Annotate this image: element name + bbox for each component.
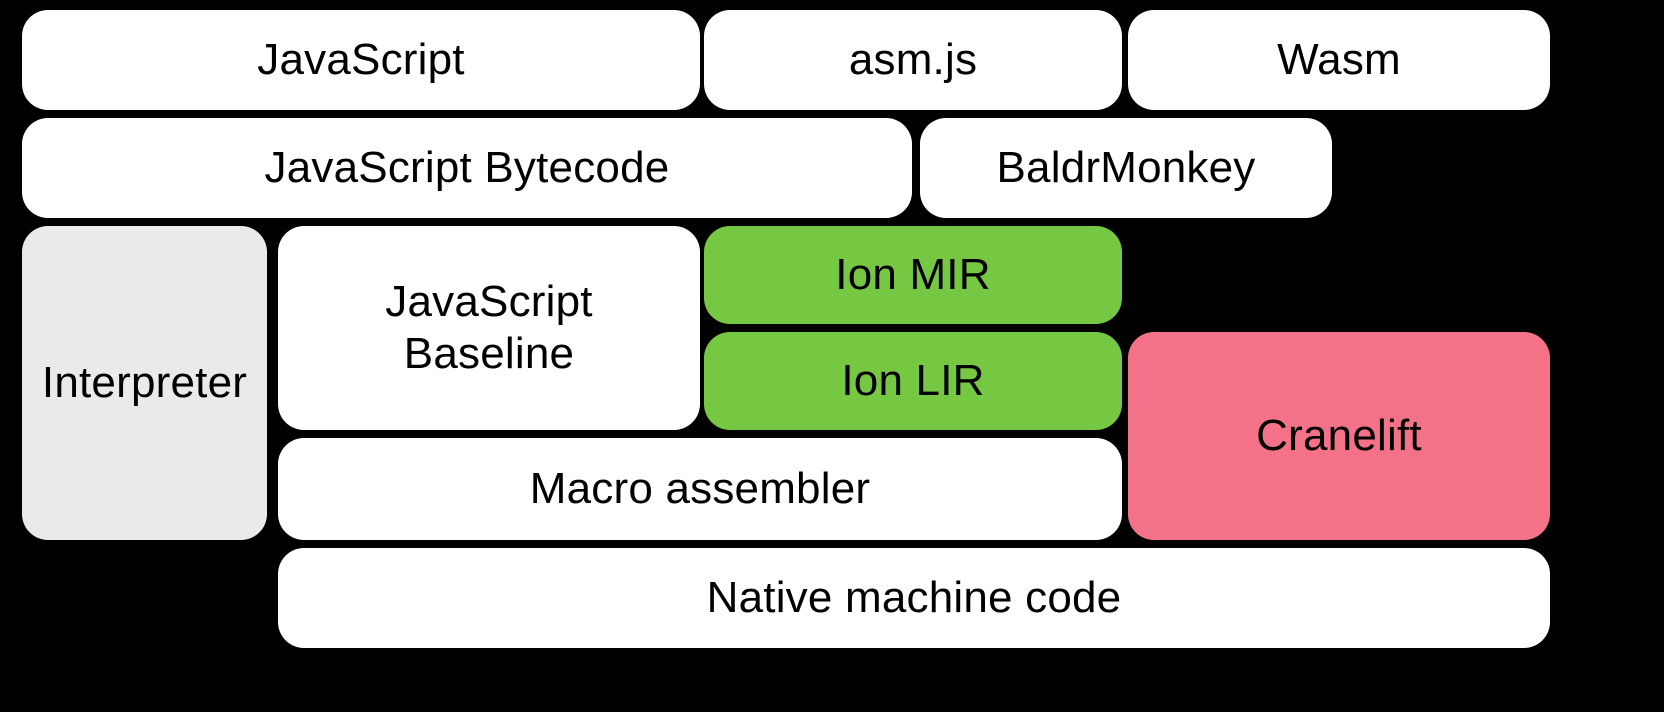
node-javascript: JavaScript: [22, 10, 700, 110]
node-interpreter: Interpreter: [22, 226, 267, 540]
node-javascript-baseline: JavaScript Baseline: [278, 226, 700, 430]
node-macro-assembler: Macro assembler: [278, 438, 1122, 540]
node-native-machine-code: Native machine code: [278, 548, 1550, 648]
node-javascript-bytecode: JavaScript Bytecode: [22, 118, 912, 218]
node-cranelift: Cranelift: [1128, 332, 1550, 540]
node-wasm: Wasm: [1128, 10, 1550, 110]
node-baldrmonkey: BaldrMonkey: [920, 118, 1332, 218]
node-ion-mir: Ion MIR: [704, 226, 1122, 324]
node-ion-lir: Ion LIR: [704, 332, 1122, 430]
node-asmjs: asm.js: [704, 10, 1122, 110]
